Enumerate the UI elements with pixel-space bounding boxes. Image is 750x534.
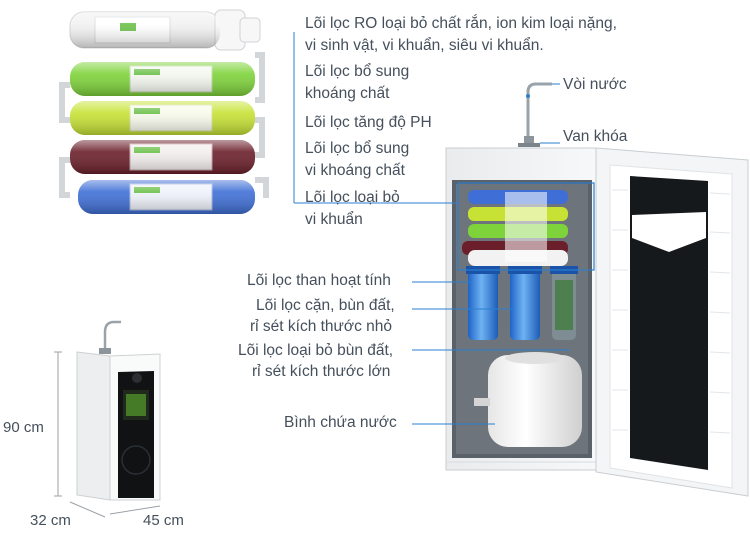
- ceramic-filter: [70, 140, 255, 174]
- faucet-label: Vòi nước: [563, 76, 627, 93]
- micromineral-label-line2: vi khoáng chất: [305, 162, 405, 179]
- valve-label: Van khóa: [563, 128, 628, 145]
- micromineral-label-line1: Lõi lọc bổ sung: [305, 140, 410, 157]
- sediment-large-label-line1: Lõi lọc loại bỏ bùn đất,: [238, 342, 394, 359]
- ro-membrane-filter: [69, 9, 261, 51]
- filter-highlight-box: [457, 182, 595, 271]
- sediment-large-label-line2: rỉ sét kích thước lớn: [252, 363, 391, 380]
- nano-silver-filter: [78, 180, 255, 214]
- faucet-icon: [518, 82, 552, 147]
- ro-filter-label-line1: Lõi lọc RO loại bỏ chất rắn, ion kim loạ…: [305, 15, 617, 32]
- sediment-small-label-line1: Lõi lọc cặn, bùn đất,: [256, 297, 395, 314]
- height-dimension: 90 cm: [3, 419, 44, 436]
- antibacterial-label-line1: Lõi lọc loại bỏ: [305, 189, 400, 206]
- purifier-cabinet: [445, 82, 749, 497]
- mineral-filter: [70, 62, 255, 96]
- depth-dimension: 32 cm: [30, 512, 71, 529]
- filter-stack: [59, 9, 269, 214]
- width-dimension: 45 cm: [143, 512, 184, 529]
- tank-label: Bình chứa nước: [284, 414, 397, 431]
- antibacterial-label-line2: vi khuẩn: [305, 211, 363, 228]
- carbon-filter-label: Lõi lọc than hoạt tính: [247, 272, 391, 289]
- cabinet-door: [595, 147, 749, 497]
- mineral-label-line2: khoáng chất: [305, 85, 390, 102]
- inner-filter-assembly: [462, 190, 578, 340]
- ph-label: Lõi lọc tăng độ PH: [305, 114, 432, 131]
- product-thumbnail: [54, 320, 161, 518]
- ro-filter-label-line2: vi sinh vật, vi khuẩn, siêu vi khuẩn.: [305, 37, 544, 54]
- leader-lines: [294, 83, 570, 425]
- water-tank: [474, 352, 582, 447]
- mineral-label-line1: Lõi lọc bổ sung: [305, 63, 410, 80]
- sediment-small-label-line2: rỉ sét kích thước nhỏ: [250, 318, 393, 335]
- alkaline-filter: [70, 101, 255, 135]
